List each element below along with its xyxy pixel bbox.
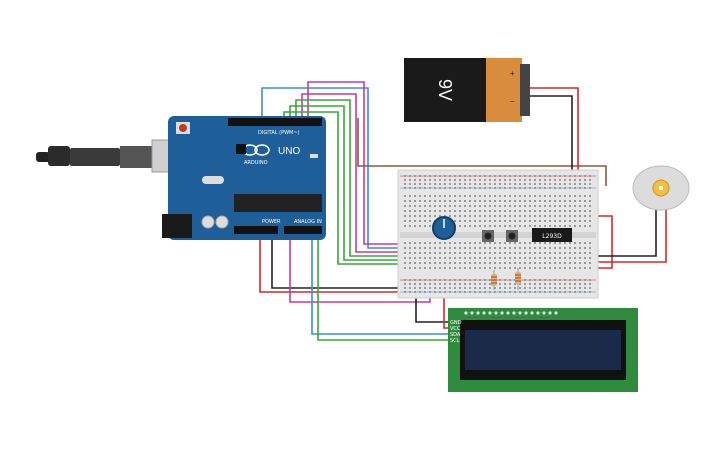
resistor-1[interactable] xyxy=(491,270,497,290)
battery-plus: + xyxy=(510,69,515,78)
driver-chip-label: L293D xyxy=(542,233,562,240)
wire-green-scl[interactable] xyxy=(317,232,456,341)
power-jack xyxy=(162,214,192,238)
crystal xyxy=(202,176,224,184)
lcd-pin-sda: SDA xyxy=(450,332,461,338)
lcd-pin-vcc: VCC xyxy=(450,326,461,332)
capacitor xyxy=(201,215,215,229)
resistor-2[interactable] xyxy=(515,268,521,290)
pushbutton-2[interactable] xyxy=(506,230,518,242)
wire-black-battery[interactable] xyxy=(530,95,573,186)
motor-driver-chip[interactable]: L293D xyxy=(532,228,572,242)
breadboard-holes xyxy=(404,175,591,293)
wire-red-motor[interactable] xyxy=(570,206,667,263)
wire-brown[interactable] xyxy=(357,118,607,186)
digital-header-label: DIGITAL (PWM~) xyxy=(258,130,300,136)
board-model: UNO xyxy=(278,146,300,157)
analog-header-label: ANALOG IN xyxy=(294,219,322,225)
battery-label: 9V xyxy=(435,79,455,101)
atmega-chip xyxy=(234,194,322,212)
lcd-screen xyxy=(465,330,621,370)
pushbutton-1[interactable] xyxy=(482,230,494,242)
lcd-module[interactable]: GND VCC SDA SCL xyxy=(448,308,638,392)
dc-motor[interactable] xyxy=(632,165,690,211)
analog-header xyxy=(284,226,322,234)
power-header-label: POWER xyxy=(262,219,281,225)
digital-header xyxy=(228,118,322,126)
lcd-pin-scl: SCL xyxy=(450,338,460,344)
arduino-uno-board[interactable]: DIGITAL (PWM~) ARDUINO UNO POWER ANALOG … xyxy=(162,116,326,240)
arduino-logo-text: ARDUINO xyxy=(244,160,268,166)
wire-red-battery[interactable] xyxy=(530,87,579,186)
battery-9v[interactable]: 9V + − xyxy=(404,58,530,122)
battery-9v-icon xyxy=(404,58,486,122)
wire-blue-sda[interactable] xyxy=(311,232,456,335)
usb-cable-icon xyxy=(36,152,50,162)
lcd-header-pins xyxy=(464,311,558,315)
potentiometer[interactable] xyxy=(432,216,456,240)
power-header xyxy=(234,226,278,234)
battery-minus: − xyxy=(510,97,515,106)
lcd-pin-gnd: GND xyxy=(450,320,462,326)
